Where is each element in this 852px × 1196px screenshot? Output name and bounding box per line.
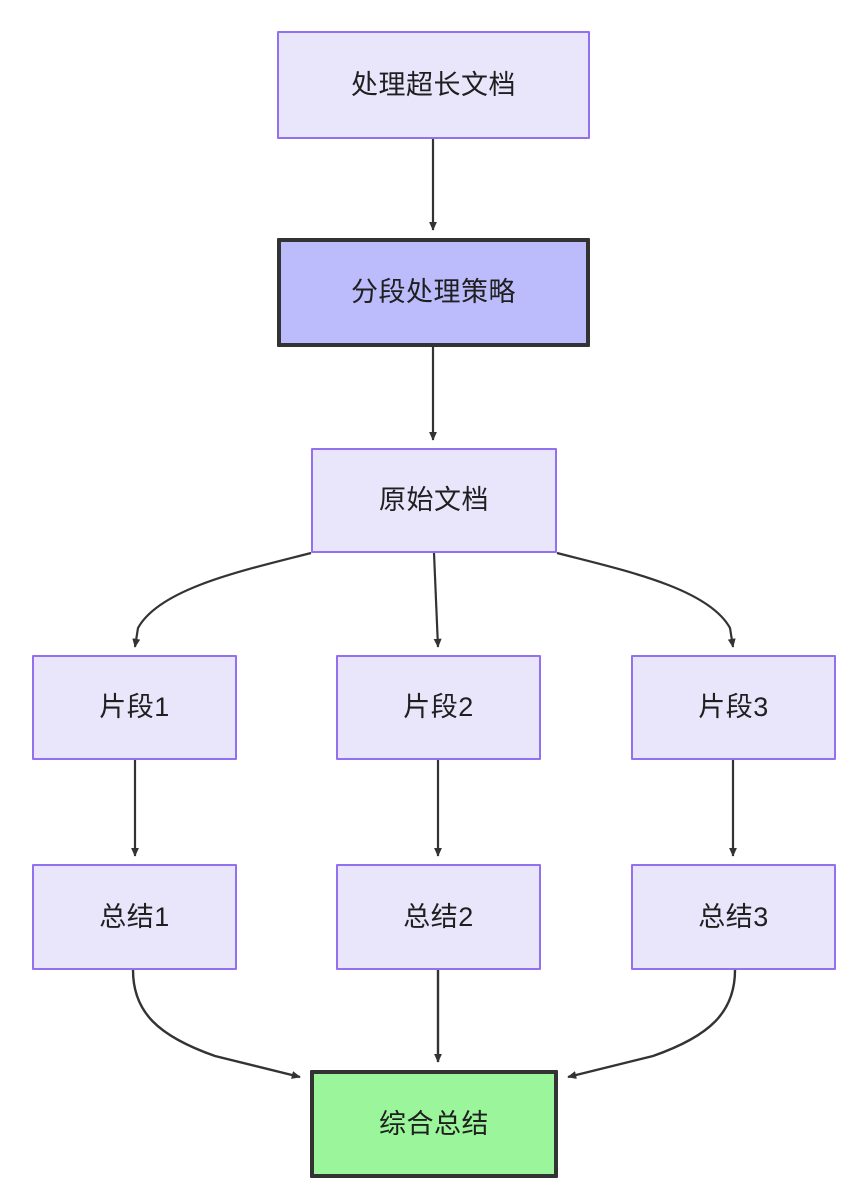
node-fragment-1[interactable]: 片段1 xyxy=(32,655,237,760)
edge-n3-n5 xyxy=(432,552,442,648)
node-label: 总结3 xyxy=(698,901,769,932)
node-label: 片段2 xyxy=(403,692,474,723)
node-label: 总结1 xyxy=(99,901,170,932)
node-process-long-document[interactable]: 处理超长文档 xyxy=(277,31,590,139)
node-label: 原始文档 xyxy=(379,485,489,516)
node-label: 片段3 xyxy=(698,692,769,723)
node-chunking-strategy[interactable]: 分段处理策略 xyxy=(277,238,590,347)
node-original-document[interactable]: 原始文档 xyxy=(311,448,557,553)
node-summary-2[interactable]: 总结2 xyxy=(336,864,541,970)
edge-n7-n10 xyxy=(131,969,301,1079)
edge-n3-n4 xyxy=(132,551,312,648)
node-fragment-3[interactable]: 片段3 xyxy=(631,655,836,760)
node-summary-3[interactable]: 总结3 xyxy=(631,864,836,970)
node-summary-1[interactable]: 总结1 xyxy=(32,864,237,970)
node-label: 分段处理策略 xyxy=(351,277,516,308)
node-label: 片段1 xyxy=(99,692,170,723)
node-label: 综合总结 xyxy=(379,1108,489,1139)
node-fragment-2[interactable]: 片段2 xyxy=(336,655,541,760)
node-label: 处理超长文档 xyxy=(351,69,516,100)
edge-n3-n6 xyxy=(556,551,736,648)
node-final-summary[interactable]: 综合总结 xyxy=(310,1070,558,1178)
node-label: 总结2 xyxy=(403,901,474,932)
edge-n9-n10 xyxy=(567,969,737,1079)
